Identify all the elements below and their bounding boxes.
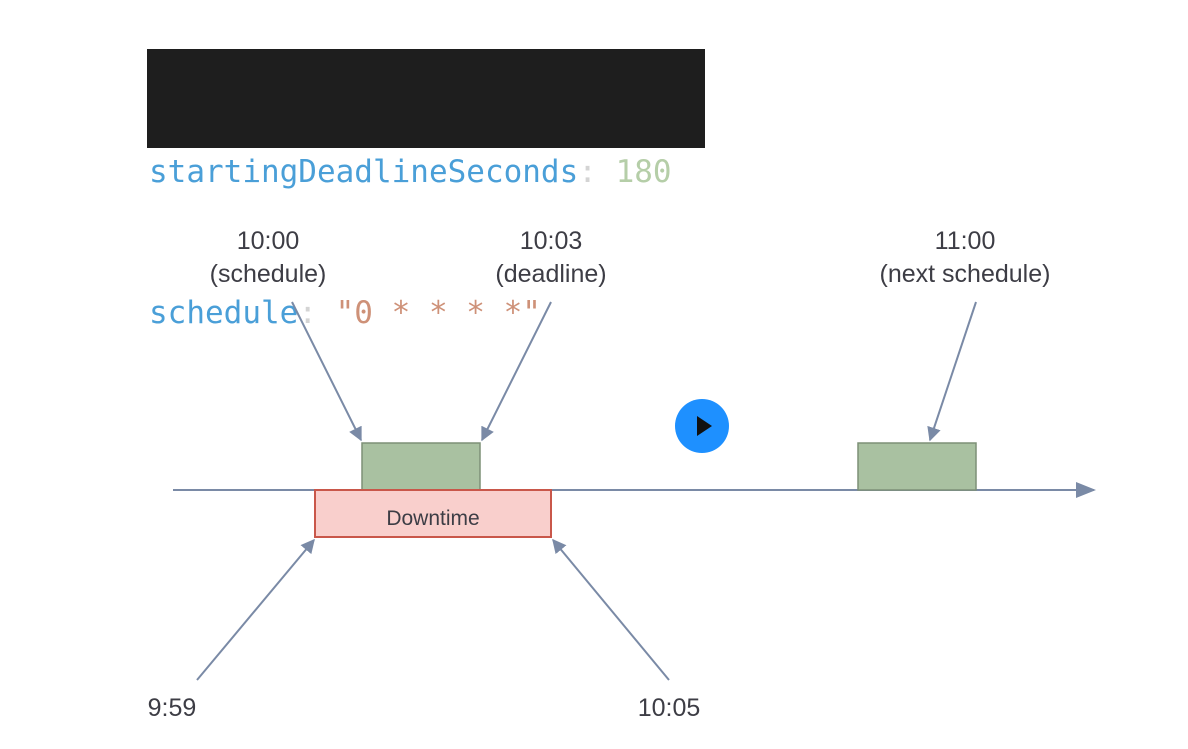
play-icon <box>697 416 712 436</box>
deadline-arrow <box>481 301 552 442</box>
code-separator: : <box>578 154 616 190</box>
deadline-note-label: (deadline) <box>495 260 606 288</box>
code-value-deadline: 180 <box>615 154 672 190</box>
downtime-end-arrow <box>552 538 670 681</box>
schedule-note-label: (schedule) <box>210 260 327 288</box>
play-button[interactable] <box>675 399 729 453</box>
code-value-schedule: "0 * * * *" <box>335 295 541 331</box>
downtime-box <box>314 489 552 538</box>
next-schedule-arrow <box>927 301 977 442</box>
next-job-box <box>857 442 977 491</box>
job-window-box <box>361 442 481 491</box>
code-key-schedule: schedule <box>149 295 299 331</box>
code-line-deadline: startingDeadlineSeconds: 180 <box>149 149 705 196</box>
next-note-label: (next schedule) <box>880 260 1051 288</box>
next-time-label: 11:00 <box>935 227 996 255</box>
schedule-time-label: 10:00 <box>237 227 300 255</box>
downtime-start-arrow <box>196 538 315 681</box>
deadline-time-label: 10:03 <box>520 227 583 255</box>
schedule-arrow <box>291 301 362 442</box>
downtime-label: Downtime <box>386 507 479 530</box>
downtime-end-label: 10:05 <box>638 694 701 722</box>
code-snippet: startingDeadlineSeconds: 180 schedule: "… <box>147 49 705 331</box>
code-line-schedule: schedule: "0 * * * *" <box>149 290 705 337</box>
downtime-start-label: 9:59 <box>148 694 197 722</box>
code-key-deadline: startingDeadlineSeconds <box>149 154 579 190</box>
